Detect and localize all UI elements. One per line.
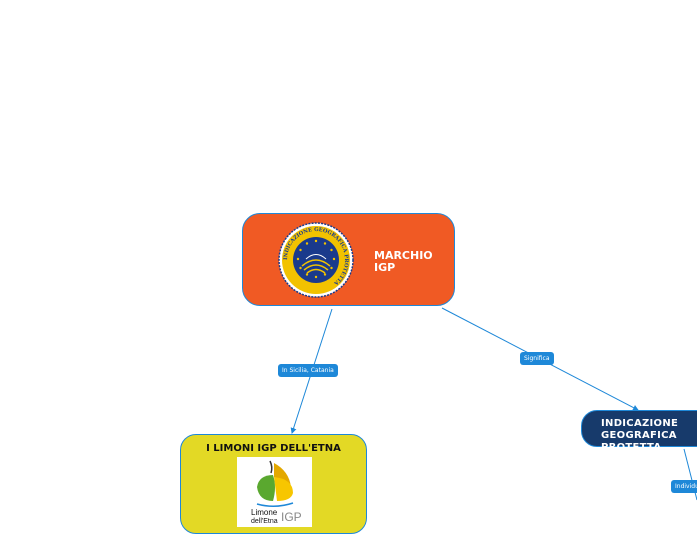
logo-text-igp: IGP: [281, 510, 302, 524]
igp-seal-icon: INDICAZIONE GEOGRAFICA PROTETTA: [278, 222, 354, 298]
logo-text-etna: dell'Etna: [251, 518, 278, 525]
indicazione-geografica-title: INDICAZIONE GEOGRAFICA PROTETTA: [601, 418, 679, 453]
link-label-sicilia[interactable]: In Sicilia, Catania: [278, 364, 338, 377]
marchio-igp-title: MARCHIO IGP: [374, 249, 433, 274]
limoni-etna-node[interactable]: I LIMONI IGP DELL'ETNA Limone dell'Etna …: [180, 434, 367, 534]
link-label-individua[interactable]: Individua: [671, 480, 697, 493]
limone-etna-logo: Limone dell'Etna IGP: [237, 457, 312, 527]
lemon-logo-icon: Limone dell'Etna IGP: [251, 460, 302, 525]
limoni-etna-title: I LIMONI IGP DELL'ETNA: [206, 443, 341, 454]
indicazione-geografica-node[interactable]: INDICAZIONE GEOGRAFICA PROTETTA: [581, 410, 697, 453]
marchio-igp-node[interactable]: INDICAZIONE GEOGRAFICA PROTETTA MARCHIO …: [242, 213, 455, 306]
link-label-significa[interactable]: Significa: [520, 352, 554, 365]
logo-text-limone: Limone: [251, 508, 278, 517]
